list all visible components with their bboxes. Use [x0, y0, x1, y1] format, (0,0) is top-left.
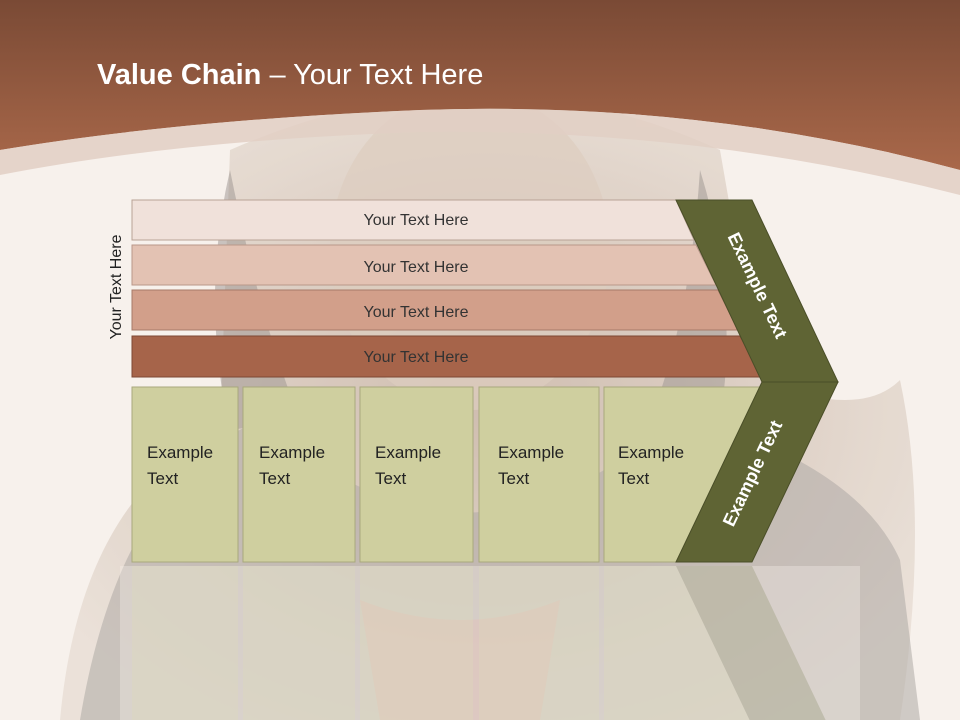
value-chain-rows: Your Text Here Your Text Here Your Text …	[131, 199, 763, 378]
column-2-line2: Text	[259, 469, 290, 488]
svg-text:Example Text: Example Text	[375, 443, 446, 488]
column-3: Example Text	[359, 386, 474, 563]
row-3-label: Your Text Here	[364, 304, 469, 321]
slide-title: Value Chain – Your Text Here	[97, 59, 483, 91]
title-bold: Value Chain	[97, 59, 261, 91]
svg-text:Example Text: Example Text	[618, 443, 689, 488]
column-3-line2: Text	[375, 469, 406, 488]
column-1: Example Text	[131, 386, 239, 563]
header-swoosh	[0, 108, 960, 195]
column-4-line1: Example	[498, 443, 564, 462]
svg-text:Example Text: Example Text	[147, 443, 218, 488]
column-2: Example Text	[242, 386, 356, 563]
column-5-line2: Text	[618, 469, 649, 488]
svg-text:Example Text: Example Text	[498, 443, 569, 488]
row-3: Your Text Here	[131, 289, 739, 331]
column-1-line2: Text	[147, 469, 178, 488]
column-4-line2: Text	[498, 469, 529, 488]
row-4-label: Your Text Here	[364, 349, 469, 366]
reflection-fade	[120, 566, 860, 720]
chevron-bottom	[675, 381, 839, 563]
row-4: Your Text Here	[131, 335, 763, 378]
title-rest: – Your Text Here	[261, 59, 483, 91]
row-2: Your Text Here	[131, 244, 717, 286]
svg-text:Example Text: Example Text	[259, 443, 330, 488]
column-4: Example Text	[478, 386, 600, 563]
column-5: Example Text	[603, 386, 761, 563]
column-1-line1: Example	[147, 443, 213, 462]
reflection	[132, 566, 826, 720]
column-3-line1: Example	[375, 443, 441, 462]
row-1: Your Text Here	[131, 199, 695, 241]
header-band	[0, 0, 960, 170]
row-1-label: Your Text Here	[364, 212, 469, 229]
side-label: Your Text Here	[108, 234, 125, 339]
column-5-line1: Example	[618, 443, 684, 462]
activity-columns: Example Text Example Text Example Text E…	[131, 386, 761, 563]
row-2-label: Your Text Here	[364, 259, 469, 276]
column-2-line1: Example	[259, 443, 325, 462]
